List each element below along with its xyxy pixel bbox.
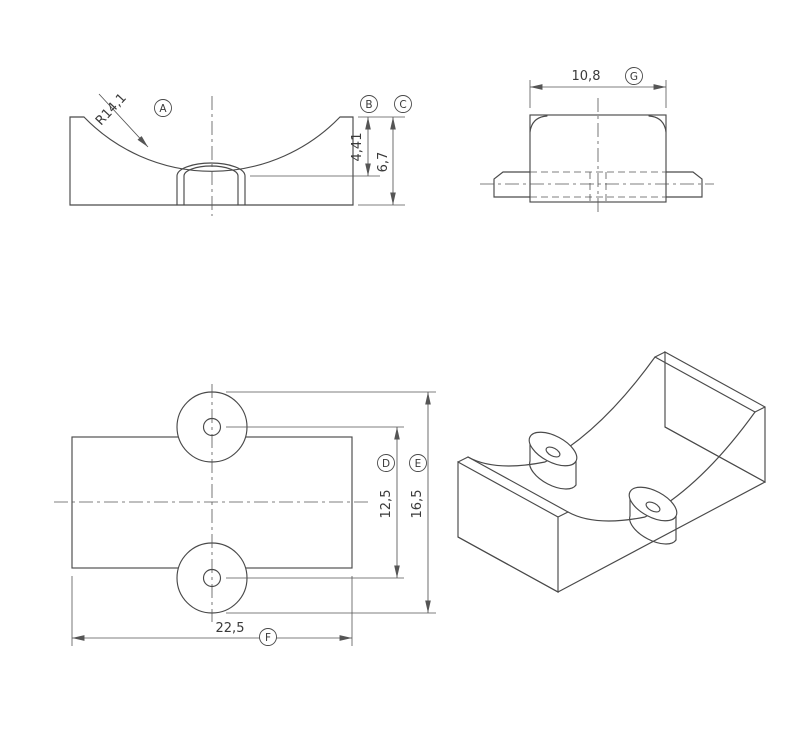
balloon-a: A — [154, 99, 172, 117]
overall-height-dimension: 6,7 C — [358, 95, 412, 206]
balloon-g: G — [625, 67, 643, 85]
balloon-a-circle — [154, 99, 172, 117]
balloon-c-letter: C — [399, 99, 406, 111]
recess-depth-dimension: 4,41 B — [250, 95, 405, 177]
balloon-d-letter: D — [382, 458, 390, 470]
balloon-g-circle — [625, 67, 643, 85]
iso-lug-top-face — [628, 486, 678, 522]
balloon-e-circle — [409, 454, 427, 472]
balloon-f-circle — [259, 628, 277, 646]
recess-depth-text: 4,41 — [350, 133, 365, 162]
iso-right-end-face — [664, 351, 766, 483]
body-width-text: 10,8 — [572, 69, 601, 84]
iso-front-lug — [628, 486, 678, 545]
iso-edge — [664, 426, 766, 483]
iso-edge — [557, 511, 569, 518]
plan-bottom-hole — [202, 568, 222, 588]
overall-width-text: 16,5 — [410, 490, 425, 519]
balloon-c-circle — [394, 95, 412, 113]
iso-lug-bottom-arc — [629, 515, 677, 545]
front-outline — [69, 116, 354, 206]
hole-spacing-dimension: 12,5 D — [226, 426, 404, 579]
iso-back-lug — [528, 431, 578, 490]
balloon-b: B — [360, 95, 378, 113]
iso-bottom-left-edge — [457, 536, 559, 593]
body-width-dimension: 10,8 G — [529, 67, 667, 108]
side-view: 10,8 G — [480, 67, 714, 216]
radius-leader-line — [98, 93, 149, 148]
balloon-c: C — [394, 95, 412, 113]
hole-spacing-text: 12,5 — [379, 490, 394, 519]
isometric-view — [457, 351, 766, 593]
overall-height-text: 6,7 — [376, 152, 391, 173]
radius-dimension-text: R14,1 — [93, 91, 130, 129]
iso-edge — [467, 456, 569, 513]
balloon-b-circle — [360, 95, 378, 113]
iso-edge — [754, 406, 766, 413]
balloon-g-letter: G — [630, 71, 638, 83]
balloon-a-letter: A — [159, 103, 167, 115]
overall-length-dimension: 22,5 F — [71, 576, 353, 646]
overall-width-dimension: 16,5 E — [226, 391, 436, 614]
iso-edge — [457, 456, 469, 463]
balloon-f: F — [259, 628, 277, 646]
balloon-d-circle — [377, 454, 395, 472]
balloon-e-letter: E — [415, 458, 422, 470]
radius-dimension: R14,1 A — [93, 91, 172, 148]
plan-top-hole — [202, 417, 222, 437]
side-saddle-corner — [648, 115, 667, 133]
overall-length-text: 22,5 — [216, 621, 245, 636]
iso-edge — [654, 351, 666, 358]
side-right-lug — [665, 171, 703, 198]
iso-bottom-front-edge — [557, 481, 766, 593]
balloon-e: E — [409, 454, 427, 472]
side-saddle-corner — [529, 115, 548, 133]
iso-lug-hole — [645, 501, 661, 513]
iso-lug-hole — [545, 446, 561, 458]
front-view: R14,1 A 4,41 B 6,7 C — [69, 91, 412, 216]
front-lug-inner-arc — [183, 165, 239, 177]
iso-lug-bottom-arc — [529, 460, 577, 490]
balloon-d: D — [377, 454, 395, 472]
plan-view: 12,5 D 16,5 E 22,5 F — [54, 384, 436, 646]
front-lug-outer-arc — [176, 162, 246, 177]
side-left-lug — [493, 171, 531, 198]
balloon-f-letter: F — [265, 632, 271, 644]
iso-lug-top-face — [528, 431, 578, 467]
balloon-b-letter: B — [365, 99, 372, 111]
iso-edge — [654, 356, 756, 413]
